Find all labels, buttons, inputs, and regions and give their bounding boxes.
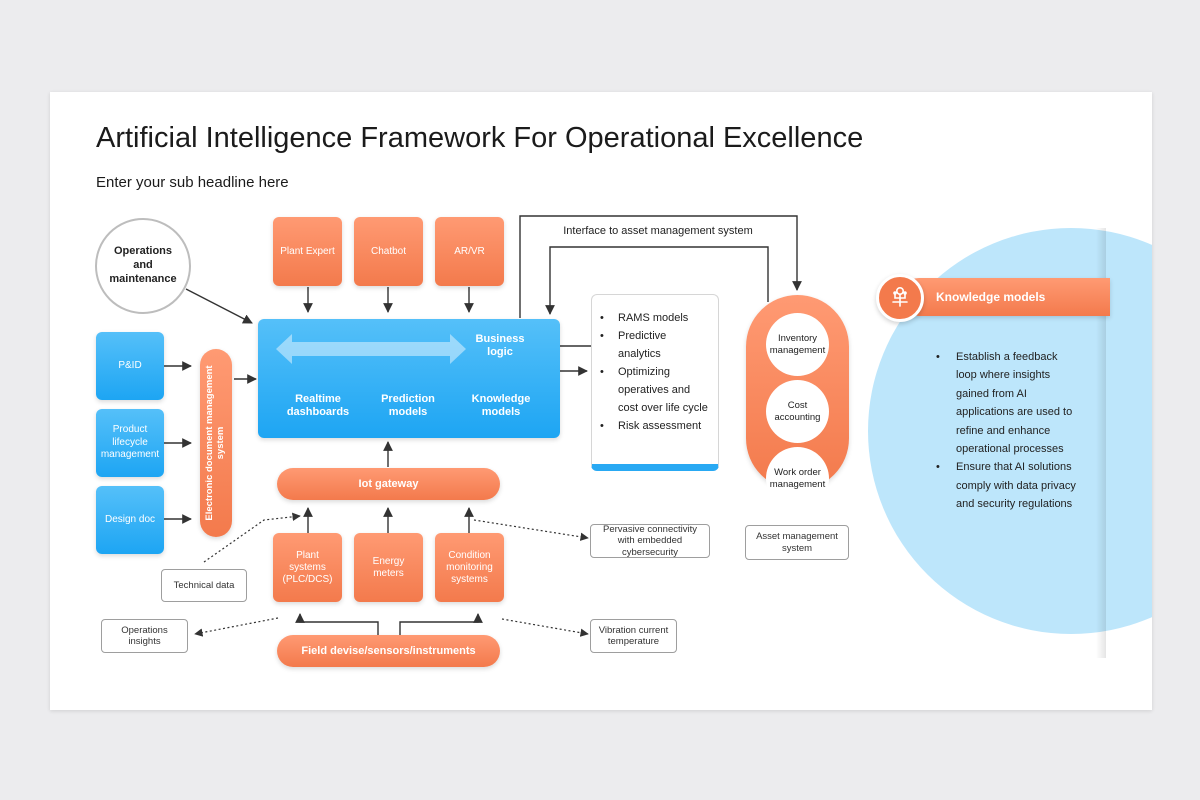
- slide: Artificial Intelligence Framework For Op…: [50, 92, 1152, 710]
- asset-management-label: Asset management system: [745, 525, 849, 560]
- panel-edge-shadow: [1096, 228, 1106, 658]
- list-item: Risk assessment: [600, 417, 710, 435]
- device-tile-condition-monitoring: Condition monitoring systems: [435, 533, 504, 602]
- edms-label: Electronic document management system: [204, 365, 226, 521]
- note-operations-insights: Operations insights: [101, 619, 188, 653]
- knowledge-icon-badge: [876, 274, 924, 322]
- iot-gateway-bar: Iot gateway: [277, 468, 500, 500]
- field-devices-label: Field devise/sensors/instruments: [301, 645, 476, 657]
- interface-label: Interface to asset management system: [563, 225, 753, 237]
- app-tile-plant-expert: Plant Expert: [273, 217, 342, 286]
- operations-maintenance-circle: Operations and maintenance: [95, 218, 191, 314]
- field-devices-bar: Field devise/sensors/instruments: [277, 635, 500, 667]
- knowledge-heading-label: Knowledge models: [936, 290, 1046, 304]
- app-tile-label: Chatbot: [370, 245, 407, 257]
- module-prediction-models: Prediction models: [381, 393, 435, 419]
- app-tile-label: Plant Expert: [280, 245, 335, 257]
- note-vibration: Vibration current temperature: [590, 619, 677, 653]
- core-platform-box: Business logic Realtime dashboards Predi…: [258, 319, 560, 438]
- slide-title: Artificial Intelligence Framework For Op…: [96, 122, 864, 154]
- device-tile-label: Plant systems (PLC/DCS): [282, 549, 333, 585]
- list-item: RAMS models: [600, 309, 710, 327]
- asset-circle-label: Work order management: [769, 467, 826, 490]
- asset-circle-label: Cost accounting: [774, 400, 821, 423]
- doc-tile-label: P&ID: [118, 359, 142, 371]
- note-label: Operations insights: [121, 624, 168, 647]
- module-knowledge-models: Knowledge models: [471, 393, 531, 419]
- device-tile-plant-systems: Plant systems (PLC/DCS): [273, 533, 342, 602]
- note-technical-data: Technical data: [161, 569, 247, 602]
- double-arrow-icon: [276, 334, 466, 364]
- device-tile-energy-meters: Energy meters: [354, 533, 423, 602]
- app-tile-ar-vr: AR/VR: [435, 217, 504, 286]
- asset-circle-inventory: Inventory management: [766, 313, 829, 376]
- asset-management-capsule: Inventory management Cost accounting Wor…: [746, 295, 849, 510]
- edms-label-wrap: Electronic document management system: [201, 353, 231, 533]
- rams-card: RAMS models Predictive analytics Optimiz…: [591, 294, 719, 471]
- doc-tile-label: Design doc: [104, 513, 156, 525]
- operations-maintenance-label: Operations and maintenance: [109, 245, 177, 285]
- list-item: Establish a feedback loop where insights…: [936, 348, 1076, 458]
- knowledge-bullets: Establish a feedback loop where insights…: [936, 348, 1076, 514]
- doc-tile-plm: Product lifecycle management: [96, 409, 164, 477]
- app-tile-label: AR/VR: [454, 245, 485, 257]
- note-label: Technical data: [173, 579, 235, 591]
- doc-tile-pid: P&ID: [96, 332, 164, 400]
- list-item: Predictive analytics: [600, 327, 710, 363]
- doc-tile-label: Product lifecycle management: [100, 424, 160, 461]
- list-item: Ensure that AI solutions comply with dat…: [936, 458, 1076, 513]
- doc-tile-design: Design doc: [96, 486, 164, 554]
- note-label: Pervasive connectivity with embedded cyb…: [603, 523, 697, 558]
- asset-circle-cost: Cost accounting: [766, 380, 829, 443]
- asset-circle-work-order: Work order management: [766, 447, 829, 510]
- asset-management-label-text: Asset management system: [756, 531, 838, 554]
- list-item: Optimizing operatives and cost over life…: [600, 363, 710, 417]
- edms-bar: Electronic document management system: [200, 349, 232, 537]
- circuit-head-icon: [892, 286, 908, 307]
- module-realtime-dashboards: Realtime dashboards: [286, 393, 350, 419]
- business-logic-label: Business logic: [475, 333, 525, 359]
- slide-subtitle: Enter your sub headline here: [96, 174, 289, 191]
- note-pervasive-connectivity: Pervasive connectivity with embedded cyb…: [590, 524, 710, 558]
- rams-list: RAMS models Predictive analytics Optimiz…: [600, 309, 710, 435]
- iot-gateway-label: Iot gateway: [358, 478, 419, 490]
- device-tile-label: Condition monitoring systems: [446, 549, 493, 585]
- app-tile-chatbot: Chatbot: [354, 217, 423, 286]
- knowledge-heading-bar: Knowledge models: [900, 278, 1110, 316]
- device-tile-label: Energy meters: [372, 555, 405, 579]
- knowledge-bullet-list: Establish a feedback loop where insights…: [936, 348, 1076, 514]
- note-label: Vibration current temperature: [598, 624, 669, 647]
- asset-circle-label: Inventory management: [769, 333, 826, 356]
